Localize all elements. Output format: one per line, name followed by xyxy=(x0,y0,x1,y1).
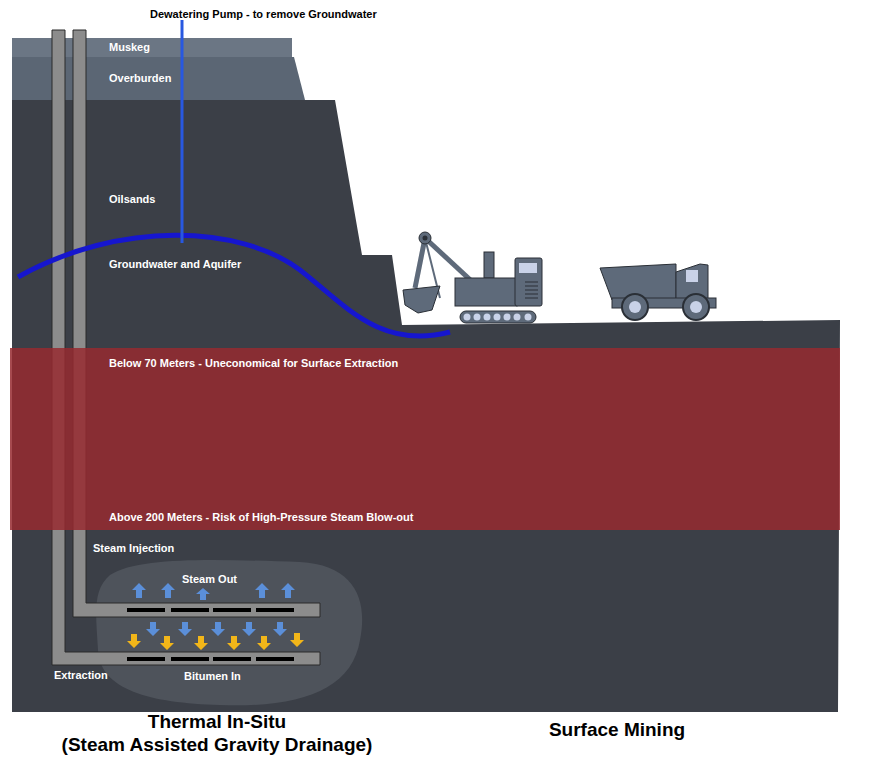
method-title: Thermal In-Situ xyxy=(148,711,286,733)
haul-truck xyxy=(600,264,716,320)
flow-label: Bitumen In xyxy=(184,670,241,683)
band-label: Overburden xyxy=(109,72,171,85)
muskeg-band: Muskeg xyxy=(12,38,292,57)
method-subtitle: (Steam Assisted Gravity Drainage) xyxy=(62,734,373,756)
well-label: Steam Injection xyxy=(93,542,174,555)
aquifer-line xyxy=(18,235,450,336)
steam-down-arrows xyxy=(146,622,287,636)
flow-label: Steam Out xyxy=(182,573,237,586)
overburden-band: Overburden xyxy=(12,57,295,100)
extraction-well xyxy=(52,30,320,665)
band-label: Above 200 Meters - Risk of High-Pressure… xyxy=(109,511,413,524)
band-label: Muskeg xyxy=(109,41,150,54)
layer-label: Oilsands xyxy=(109,193,155,206)
steam-out-arrows xyxy=(132,583,295,600)
pump-label: Dewatering Pump - to remove Groundwater xyxy=(150,8,377,21)
band-label: Below 70 Meters - Uneconomical for Surfa… xyxy=(109,357,398,370)
reservoir xyxy=(96,560,362,705)
perforations xyxy=(127,608,294,661)
dewatering-pump-line xyxy=(181,20,184,243)
aquifer-label: Groundwater and Aquifer xyxy=(109,258,241,271)
shovel xyxy=(403,232,542,323)
method-title: Surface Mining xyxy=(549,719,685,741)
uneconomical-band xyxy=(10,348,840,530)
well-label: Extraction xyxy=(54,669,108,682)
depth-band: Below 70 Meters - Uneconomical for Surfa… xyxy=(10,348,840,530)
bitumen-arrows xyxy=(127,633,304,650)
